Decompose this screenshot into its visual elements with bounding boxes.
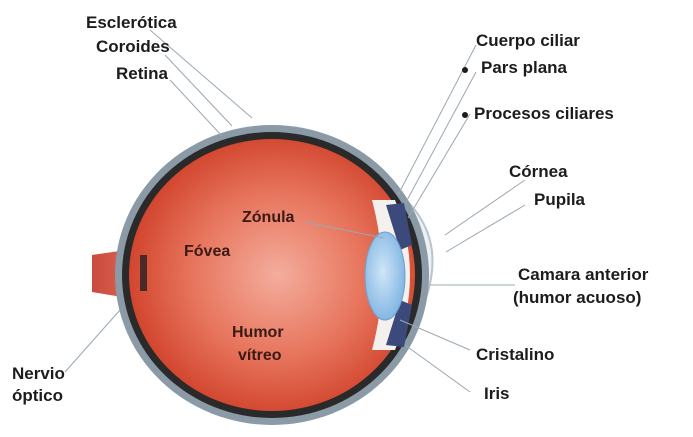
label-humor: Humor bbox=[232, 323, 284, 343]
label-optico: óptico bbox=[12, 386, 63, 406]
bullet-procesos-ciliares bbox=[462, 112, 468, 118]
label-humor-acuoso: (humor acuoso) bbox=[513, 288, 641, 308]
label-camara-anterior: Camara anterior bbox=[518, 265, 648, 285]
lens bbox=[365, 232, 405, 320]
label-vitreo: vítreo bbox=[238, 346, 282, 366]
label-cristalino: Cristalino bbox=[476, 345, 554, 365]
fovea-mark bbox=[140, 255, 147, 291]
label-nervio: Nervio bbox=[12, 364, 65, 384]
bullet-pars-plana bbox=[462, 67, 468, 73]
label-pars-plana: Pars plana bbox=[481, 58, 567, 78]
label-cuerpo-ciliar: Cuerpo ciliar bbox=[476, 31, 580, 51]
label-coroides: Coroides bbox=[96, 37, 170, 57]
label-pupila: Pupila bbox=[534, 190, 585, 210]
label-zonula: Zónula bbox=[242, 208, 294, 228]
label-retina: Retina bbox=[116, 64, 168, 84]
label-fovea: Fóvea bbox=[184, 242, 230, 262]
label-esclerotica: Esclerótica bbox=[86, 13, 177, 33]
label-cornea: Córnea bbox=[509, 162, 568, 182]
label-iris: Iris bbox=[484, 384, 510, 404]
label-procesos-ciliares: Procesos ciliares bbox=[474, 104, 614, 124]
